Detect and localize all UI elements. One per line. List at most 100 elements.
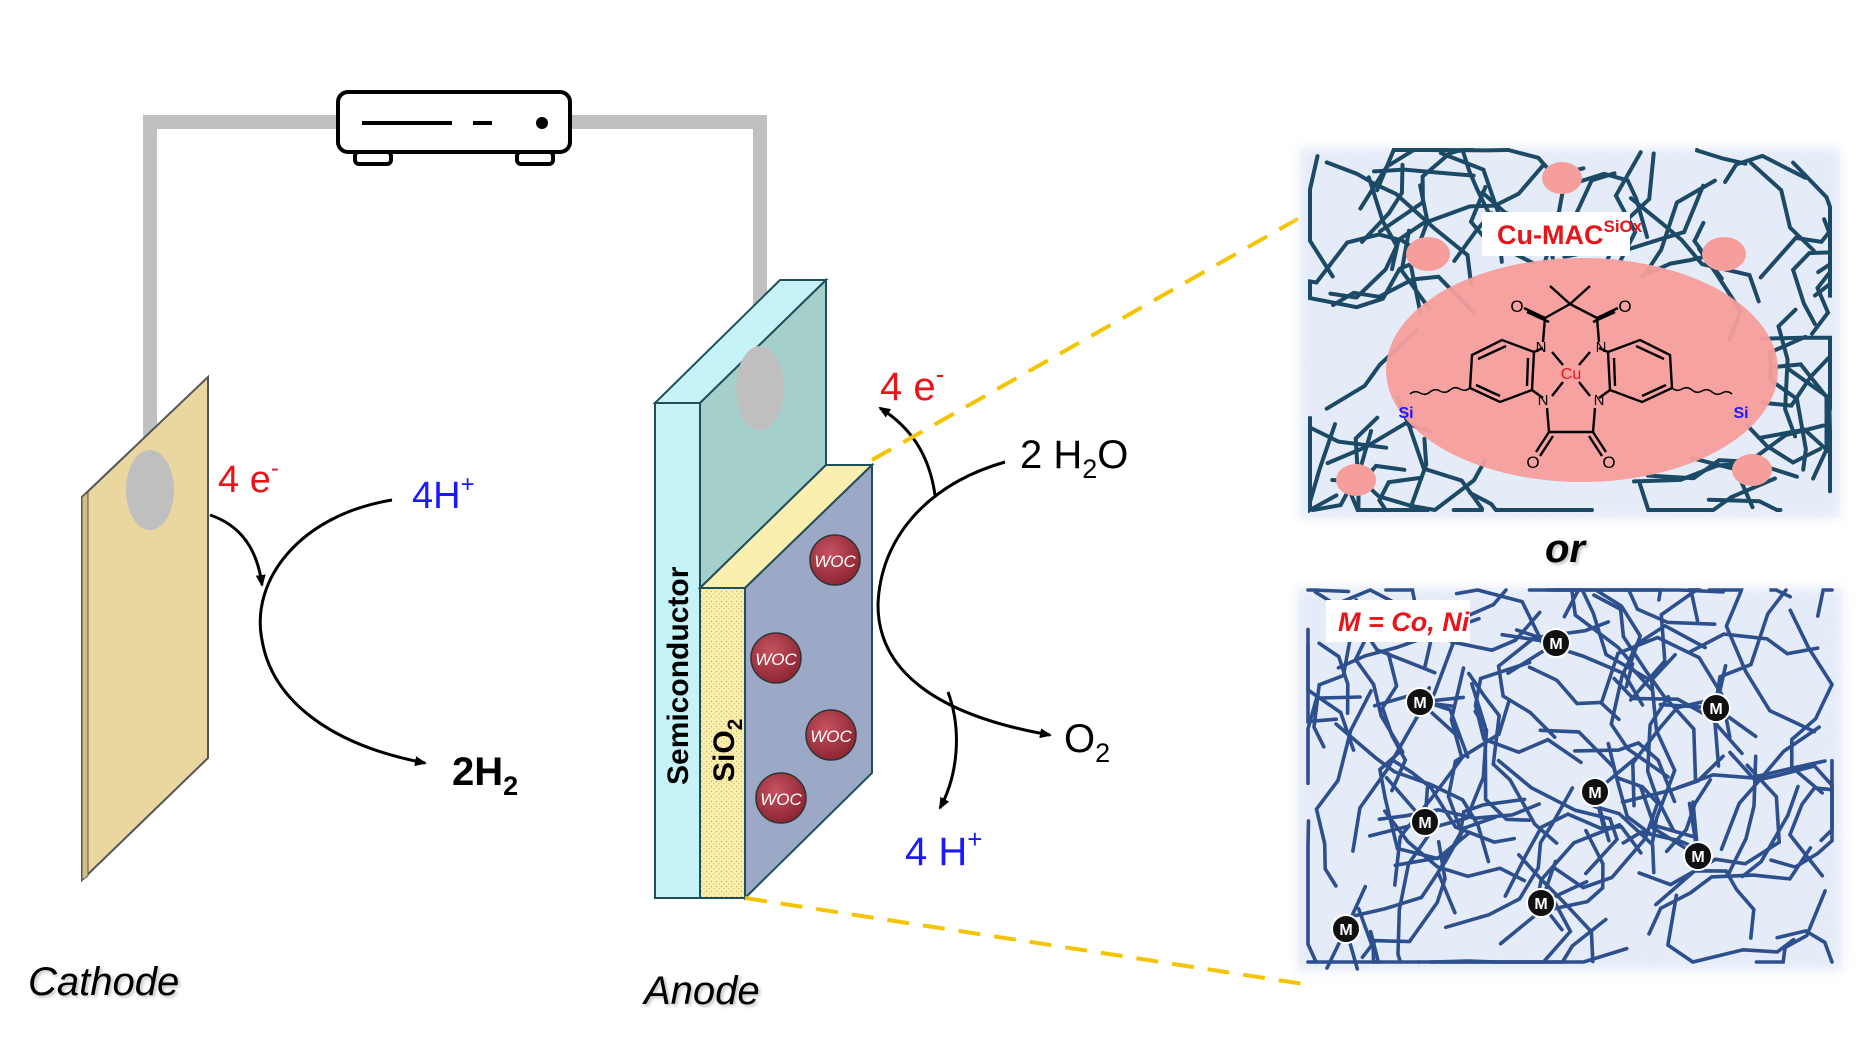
network-strand (1372, 167, 1476, 178)
network-strand (1769, 588, 1792, 599)
network-strand (1449, 610, 1542, 653)
svg-text:N: N (1538, 392, 1549, 409)
network-strand (1606, 741, 1695, 839)
svg-text:Si: Si (1733, 405, 1748, 422)
external-circuit (143, 90, 767, 480)
svg-text:N: N (1594, 392, 1605, 409)
svg-text:M: M (1534, 896, 1547, 913)
network-strand (1740, 784, 1800, 879)
network-strand (1468, 491, 1594, 512)
svg-text:WOC: WOC (814, 552, 856, 571)
network-strand (1545, 588, 1663, 602)
metal-node: M (1331, 914, 1361, 944)
network-strand (1527, 665, 1621, 722)
svg-text:WOC: WOC (755, 650, 797, 669)
metal-node: M (1526, 888, 1556, 918)
woc-sphere: WOC (805, 709, 857, 761)
woc-sphere: WOC (755, 772, 807, 824)
network-strand (1348, 463, 1430, 512)
network-strand (1306, 929, 1381, 964)
sio2-label: SiO2 (708, 719, 747, 782)
cu-mac-molecule (1409, 285, 1733, 457)
network-strand (1816, 588, 1834, 618)
network-strand (1358, 148, 1429, 211)
cu-mac-complex-region (1386, 258, 1778, 482)
woc-catalysts: WOC WOC WOC WOC (750, 534, 861, 824)
network-strand (1436, 700, 1511, 915)
metal-title: M = Co, Ni (1326, 600, 1470, 642)
network-strand (1628, 588, 1703, 702)
network-strand (1592, 593, 1698, 782)
network-strand (1570, 588, 1635, 689)
network-strand (1769, 758, 1834, 870)
svg-text:O: O (1510, 297, 1523, 316)
cathode-reaction-arrows (209, 498, 427, 767)
anode-label: Anode (642, 969, 760, 1013)
network-strand (1428, 946, 1629, 964)
hydrogen-product-label: 2H2 (452, 750, 518, 801)
svg-text:M = Co, Ni: M = Co, Ni (1338, 607, 1470, 637)
network-strand (1503, 812, 1643, 898)
svg-text:M: M (1709, 701, 1722, 718)
network-strand (1308, 154, 1335, 279)
network-strand (1324, 160, 1474, 287)
metal-node: M (1701, 693, 1731, 723)
network-strand (1654, 868, 1756, 940)
cu-mac-title: Cu-MACSiOx (1482, 212, 1643, 256)
svg-text:N: N (1596, 339, 1607, 356)
svg-text:O: O (1526, 453, 1539, 472)
svg-text:M: M (1691, 849, 1704, 866)
network-strand (1496, 758, 1620, 876)
network-strand (1749, 161, 1816, 253)
network-strand (1621, 588, 1717, 626)
water-reactant-label: 2 H2O (1020, 433, 1128, 484)
svg-text:M: M (1588, 785, 1601, 802)
semiconductor-label: Semiconductor (662, 566, 695, 785)
network-strand (1377, 748, 1471, 861)
network-strand (1707, 588, 1817, 734)
network-strand (1308, 232, 1422, 296)
network-strand (1645, 694, 1676, 833)
network-strand (1331, 274, 1477, 316)
cathode-electrons-label: 4 e- (218, 455, 279, 501)
metal-node: M (1410, 807, 1440, 837)
network-strand (1592, 804, 1656, 875)
network-strand (1628, 196, 1761, 304)
network-strand (1396, 820, 1440, 964)
network-strand (1649, 653, 1677, 844)
svg-text:O: O (1602, 453, 1615, 472)
woc-sphere: WOC (809, 534, 861, 586)
network-strand (1719, 725, 1821, 852)
network-strand (1688, 632, 1820, 656)
cathode-electrode (81, 374, 209, 883)
network-strand (1644, 178, 1717, 274)
svg-text:M: M (1339, 922, 1352, 939)
network-strand (1647, 846, 1813, 936)
network-strand (1383, 809, 1527, 883)
network-strand (1393, 666, 1466, 887)
network-strand (1706, 497, 1783, 512)
cu-mac-inset: Cu-MACSiOx (1300, 148, 1840, 518)
network-strand (1632, 423, 1826, 484)
network-strand (1810, 217, 1832, 336)
network-strand (1760, 355, 1832, 408)
network-strand (1723, 153, 1808, 184)
network-strand (1334, 722, 1491, 864)
network-strand (1517, 853, 1595, 964)
oxygen-product-label: O2 (1064, 717, 1110, 768)
svg-text:Cu: Cu (1561, 366, 1581, 383)
network-strand (1395, 395, 1485, 512)
network-strand (1306, 695, 1362, 786)
svg-text:WOC: WOC (810, 727, 852, 746)
network-strand (1665, 893, 1796, 964)
network-strand (1306, 819, 1318, 964)
network-strand (1637, 763, 1782, 887)
network-strand (1314, 689, 1373, 888)
metal-node: M (1580, 777, 1610, 807)
network-strand (1306, 588, 1351, 594)
svg-text:Si: Si (1398, 405, 1413, 422)
